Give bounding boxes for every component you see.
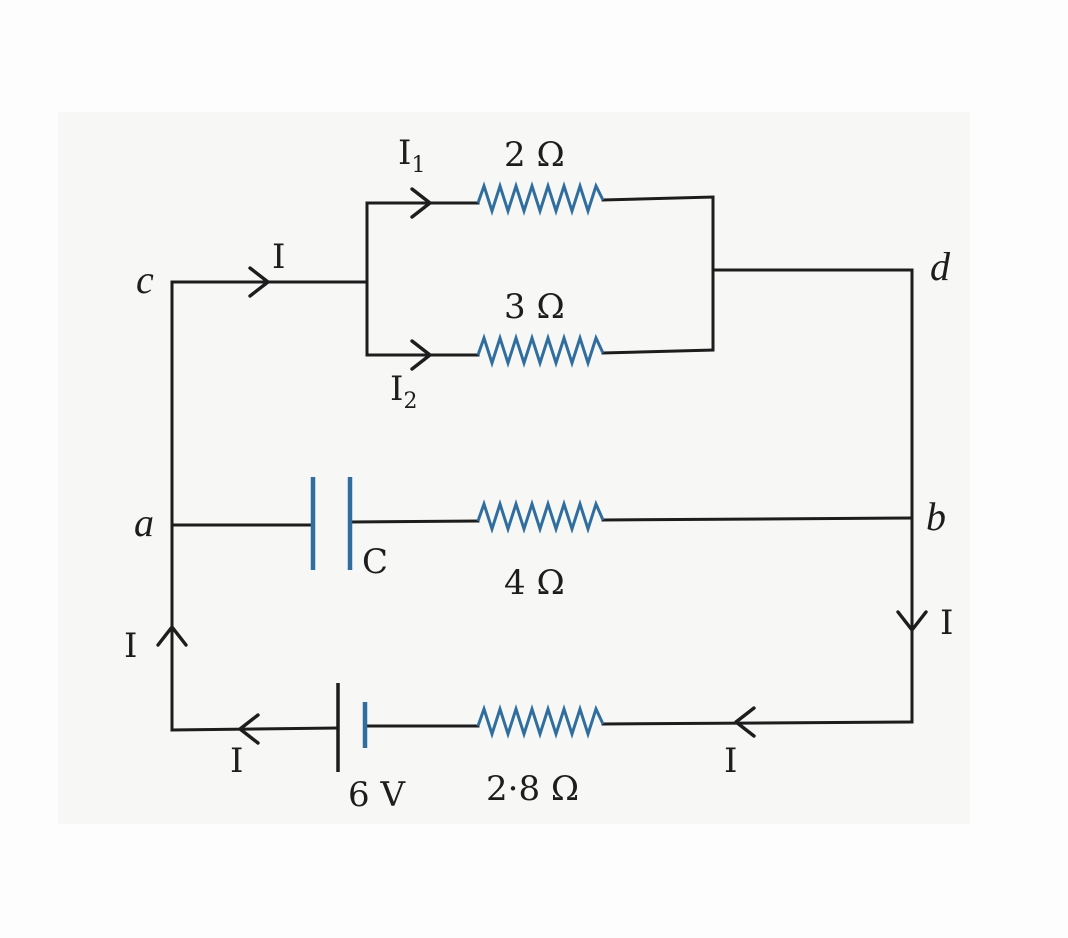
arrow-branch2-icon: [410, 339, 432, 371]
label-current-i2: I2: [390, 369, 417, 414]
wire-bottom-right: [601, 720, 914, 726]
label-current-top: I: [272, 237, 285, 277]
node-label-d: d: [930, 244, 951, 289]
label-2-8-ohm: 2·8 Ω: [486, 769, 579, 809]
resistor-2-8-ohm: [476, 704, 605, 739]
arrow-top-c-icon: [248, 266, 270, 298]
wire-bottom-left: [170, 726, 340, 732]
wire-branch1-right: [601, 195, 715, 352]
label-current-bottom-left: I: [230, 741, 243, 781]
label-3-ohm: 3 Ω: [504, 287, 565, 327]
arrow-bottom-right-icon: [734, 706, 756, 738]
node-label-b: b: [926, 494, 946, 539]
arrow-left-up-icon: [156, 625, 188, 647]
resistor-4-ohm: [476, 499, 605, 534]
label-current-right: I: [940, 603, 953, 643]
arrow-bottom-left-icon: [238, 713, 260, 745]
label-current-bottom-right: I: [724, 741, 737, 781]
wire-mid-right: [601, 516, 914, 522]
wire-mid-center: [348, 519, 480, 524]
arrow-branch1-icon: [410, 187, 432, 219]
resistor-2-ohm: [476, 181, 605, 216]
arrow-right-down-icon: [896, 610, 928, 632]
resistor-3-ohm: [476, 333, 605, 368]
label-2-ohm: 2 Ω: [504, 135, 565, 175]
label-current-left: I: [124, 626, 137, 666]
node-label-c: c: [136, 257, 154, 302]
battery: [336, 683, 368, 772]
node-label-a: a: [134, 500, 154, 545]
label-battery: 6 V: [348, 775, 406, 815]
wire-branch2-right: [601, 348, 715, 355]
capacitor: [310, 477, 353, 570]
paper-background: [58, 112, 970, 824]
label-4-ohm: 4 Ω: [504, 563, 565, 603]
label-current-i1: I1: [398, 133, 425, 178]
label-capacitor: C: [362, 542, 388, 582]
